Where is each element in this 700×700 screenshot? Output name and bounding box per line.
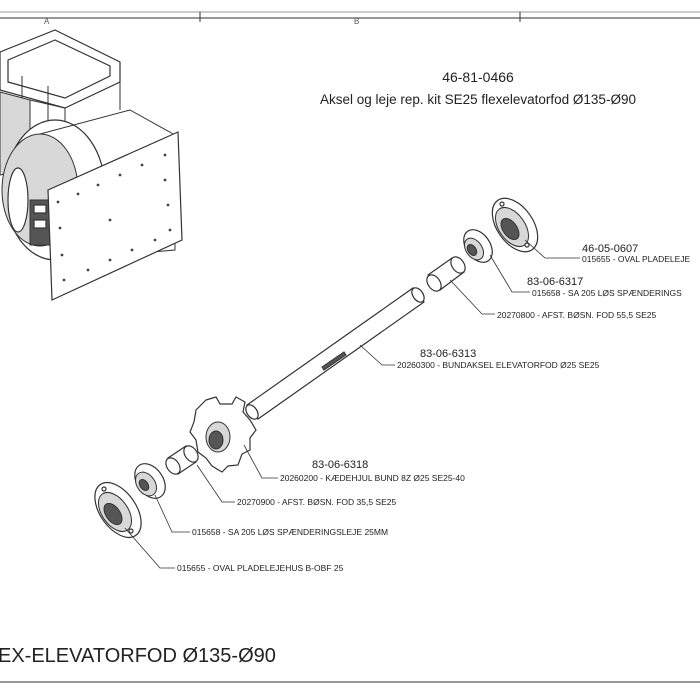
callout-spaenderingsleje-top: 83-06-6317 015658 - SA 205 LØS SPÆNDERIN… (527, 276, 682, 298)
front-plate-holes (56, 153, 172, 282)
callout-afst-bosn-35: 20270900 - AFST. BØSN. FOD 35,5 SE25 (237, 497, 396, 507)
callout-description: 015658 - SA 205 LØS SPÆNDERINGS (532, 288, 682, 298)
oval-bearing-housing-bottom-drawing (94, 481, 142, 539)
kit-title: Aksel og leje rep. kit SE25 flexelevator… (320, 92, 636, 107)
callout-part-number: 46-05-0607 (582, 243, 638, 255)
callout-oval-pladeleje-bottom: 015655 - OVAL PLADELEJEHUS B-OBF 25 (177, 563, 344, 573)
callout-description: 20260200 - KÆDEHJUL BUND 8Z Ø25 SE25-40 (280, 473, 465, 483)
callout-part-number: 83-06-6313 (420, 348, 476, 360)
spacer-bush-55-drawing (426, 256, 466, 292)
drawing-footer-title: EX-ELEVATORFOD Ø135-Ø90 (0, 645, 276, 667)
spacer-bush-35-drawing (165, 445, 199, 475)
callout-part-number: 83-06-6317 (527, 276, 583, 288)
callout-description: 015658 - SA 205 LØS SPÆNDERINGSLEJE 25MM (192, 527, 388, 537)
bearing-top-drawing (463, 229, 493, 263)
callout-oval-pladeleje-top: 46-05-0607 015655 - OVAL PLADELEJE (582, 243, 691, 264)
callout-kaedehjul: 83-06-6318 20260200 - KÆDEHJUL BUND 8Z Ø… (280, 459, 465, 483)
kit-part-number: 46-81-0466 (442, 69, 514, 85)
elevator-foot-housing-drawing (0, 29, 183, 301)
callout-description: 20260300 - BUNDAKSEL ELEVATORFOD Ø25 SE2… (397, 360, 600, 370)
bottom-shaft-drawing (245, 287, 425, 420)
callout-description: 015655 - OVAL PLADELEJE (582, 254, 691, 264)
leader-lines (124, 239, 580, 569)
frame-column-a: A (44, 17, 50, 26)
callout-afst-bosn-55: 20270800 - AFST. BØSN. FOD 55,5 SE25 (497, 310, 656, 320)
sprocket-drawing (189, 396, 257, 473)
bearing-bottom-drawing (134, 463, 166, 499)
oval-bearing-housing-top-drawing (491, 197, 539, 253)
drawing-frame: A B (0, 11, 700, 683)
callout-description: 20270900 - AFST. BØSN. FOD 35,5 SE25 (237, 497, 396, 507)
callout-spaenderingsleje-bottom: 015658 - SA 205 LØS SPÆNDERINGSLEJE 25MM (192, 527, 388, 537)
callout-description: 20270800 - AFST. BØSN. FOD 55,5 SE25 (497, 310, 656, 320)
frame-column-b: B (354, 17, 359, 26)
callout-part-number: 83-06-6318 (312, 459, 368, 471)
callout-description: 015655 - OVAL PLADELEJEHUS B-OBF 25 (177, 563, 344, 573)
callout-bundaksel: 83-06-6313 20260300 - BUNDAKSEL ELEVATOR… (397, 348, 600, 370)
